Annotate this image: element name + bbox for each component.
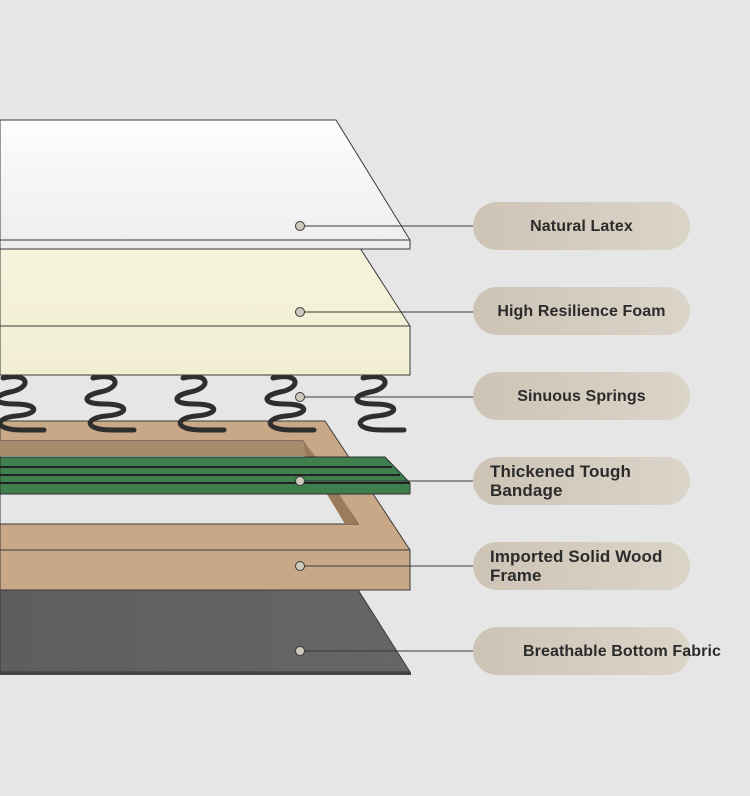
leader-marker — [295, 307, 305, 317]
wood-frame-layer — [0, 420, 411, 591]
label-high-resilience-foam: High Resilience Foam — [497, 303, 666, 320]
leader-marker — [295, 561, 305, 571]
label-thickened-tough-bandage: Thickened Tough Bandage — [490, 462, 631, 500]
leader-lines — [295, 221, 474, 656]
label-pill-imported-solid-wood-frame: Imported Solid Wood Frame — [473, 542, 690, 590]
leader-marker — [295, 646, 305, 656]
label-pill-thickened-tough-bandage: Thickened Tough Bandage — [473, 457, 690, 505]
label-natural-latex: Natural Latex — [530, 218, 633, 235]
label-pill-natural-latex: Natural Latex — [473, 202, 690, 250]
latex-layer — [0, 119, 411, 250]
spring-coil — [0, 374, 47, 433]
label-pill-high-resilience-foam: High Resilience Foam — [473, 287, 690, 335]
springs-layer — [0, 374, 407, 433]
spring-coil — [354, 374, 407, 433]
leader-marker — [295, 392, 305, 402]
spring-coil — [264, 374, 317, 433]
label-imported-solid-wood-frame: Imported Solid Wood Frame — [490, 547, 663, 585]
label-pill-sinuous-springs: Sinuous Springs — [473, 372, 690, 420]
label-pill-breathable-bottom-fabric: Breathable Bottom Fabric — [473, 627, 721, 675]
leader-marker — [295, 221, 305, 231]
spring-coil — [84, 374, 137, 433]
bottom-fabric-layer — [0, 584, 411, 675]
leader-marker — [295, 476, 305, 486]
label-sinuous-springs: Sinuous Springs — [517, 388, 646, 405]
bandage-layer — [0, 456, 411, 495]
label-breathable-bottom-fabric: Breathable Bottom Fabric — [523, 643, 721, 660]
spring-coil — [174, 374, 227, 433]
